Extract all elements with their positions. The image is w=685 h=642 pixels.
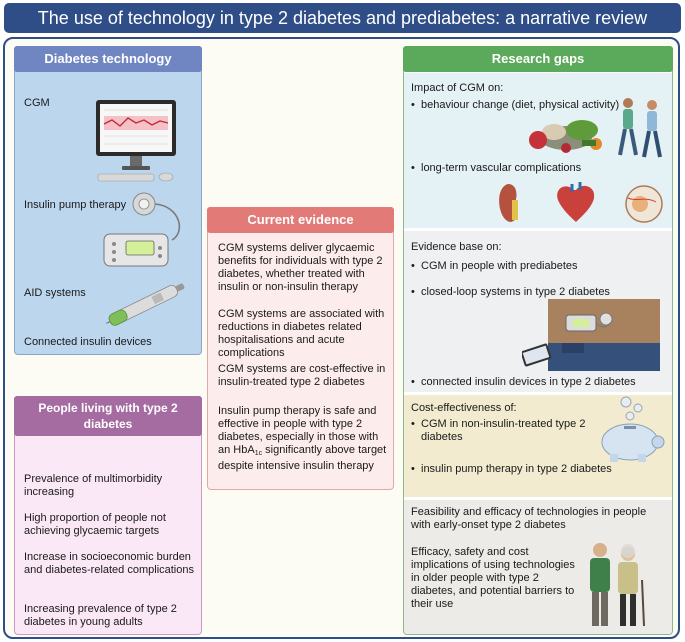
older-people-icon bbox=[590, 543, 645, 627]
cgm-impact-title: Impact of CGM on: bbox=[411, 82, 504, 94]
cgm-impact-item-2: long-term vascular complications bbox=[411, 162, 667, 175]
page-title: The use of technology in type 2 diabetes… bbox=[4, 3, 681, 33]
food-icon bbox=[529, 120, 602, 153]
evidence-item-4-sub: 1c bbox=[254, 450, 263, 457]
evidence-base-item-2: closed-loop systems in type 2 diabetes bbox=[411, 286, 667, 299]
evidence-base-title: Evidence base on: bbox=[411, 241, 502, 253]
evidence-base-item-1: CGM in people with prediabetes bbox=[411, 260, 667, 273]
evidence-item-4-post: significantly above target despite inten… bbox=[218, 444, 387, 472]
current-evidence-panel bbox=[207, 207, 394, 490]
cost-effectiveness-item-1: CGM in non-insulin-treated type 2 diabet… bbox=[411, 418, 593, 444]
people-item-3: Increase in socioeconomic burden and dia… bbox=[24, 551, 194, 576]
organs-icon bbox=[499, 182, 663, 223]
people-living-header-line2: diabetes bbox=[83, 417, 133, 431]
tech-item-insulin-pump: Insulin pump therapy bbox=[24, 199, 127, 211]
people-item-2: High proportion of people not achieving … bbox=[24, 512, 166, 537]
runners-icon bbox=[618, 98, 662, 158]
evidence-item-4-pre: Insulin pump therapy is safe and effecti… bbox=[218, 405, 379, 456]
evidence-item-2: CGM systems are associated with reductio… bbox=[218, 308, 385, 359]
evidence-item-1: CGM systems deliver glycaemic benefits f… bbox=[218, 242, 383, 293]
cgm-impact-item-1: behaviour change (diet, physical activit… bbox=[411, 99, 667, 112]
cost-effectiveness-title: Cost-effectiveness of: bbox=[411, 402, 517, 414]
evidence-base-item-3: connected insulin devices in type 2 diab… bbox=[411, 376, 667, 389]
evidence-item-3: CGM systems are cost-effective in insuli… bbox=[218, 363, 386, 388]
people-item-4: Increasing prevalence of type 2 diabetes… bbox=[24, 603, 177, 628]
cost-effectiveness-item-2: insulin pump therapy in type 2 diabetes bbox=[411, 463, 667, 476]
cgm-monitor-icon bbox=[96, 100, 176, 182]
feasibility-text: Feasibility and efficacy of technologies… bbox=[411, 506, 647, 531]
diabetes-technology-panel bbox=[14, 46, 202, 355]
tech-item-aid: AID systems bbox=[24, 287, 86, 299]
evidence-item-4: Insulin pump therapy is safe and effecti… bbox=[218, 405, 390, 473]
diabetes-technology-header: Diabetes technology bbox=[14, 46, 202, 72]
tech-item-connected-insulin: Connected insulin devices bbox=[24, 336, 152, 348]
research-gaps-header: Research gaps bbox=[403, 46, 673, 72]
insulin-pen-icon bbox=[106, 283, 185, 326]
people-living-header-line1: People living with type 2 bbox=[38, 401, 178, 415]
current-evidence-header: Current evidence bbox=[207, 207, 394, 233]
people-item-1: Prevalence of multimorbidity increasing bbox=[24, 473, 163, 498]
efficacy-text: Efficacy, safety and cost implications o… bbox=[411, 546, 575, 610]
insulin-pump-icon bbox=[103, 192, 181, 267]
closed-loop-body-icon bbox=[522, 299, 660, 371]
tech-item-cgm: CGM bbox=[24, 97, 50, 109]
people-living-header: People living with type 2 diabetes bbox=[14, 396, 202, 436]
piggy-bank-icon bbox=[601, 396, 665, 462]
